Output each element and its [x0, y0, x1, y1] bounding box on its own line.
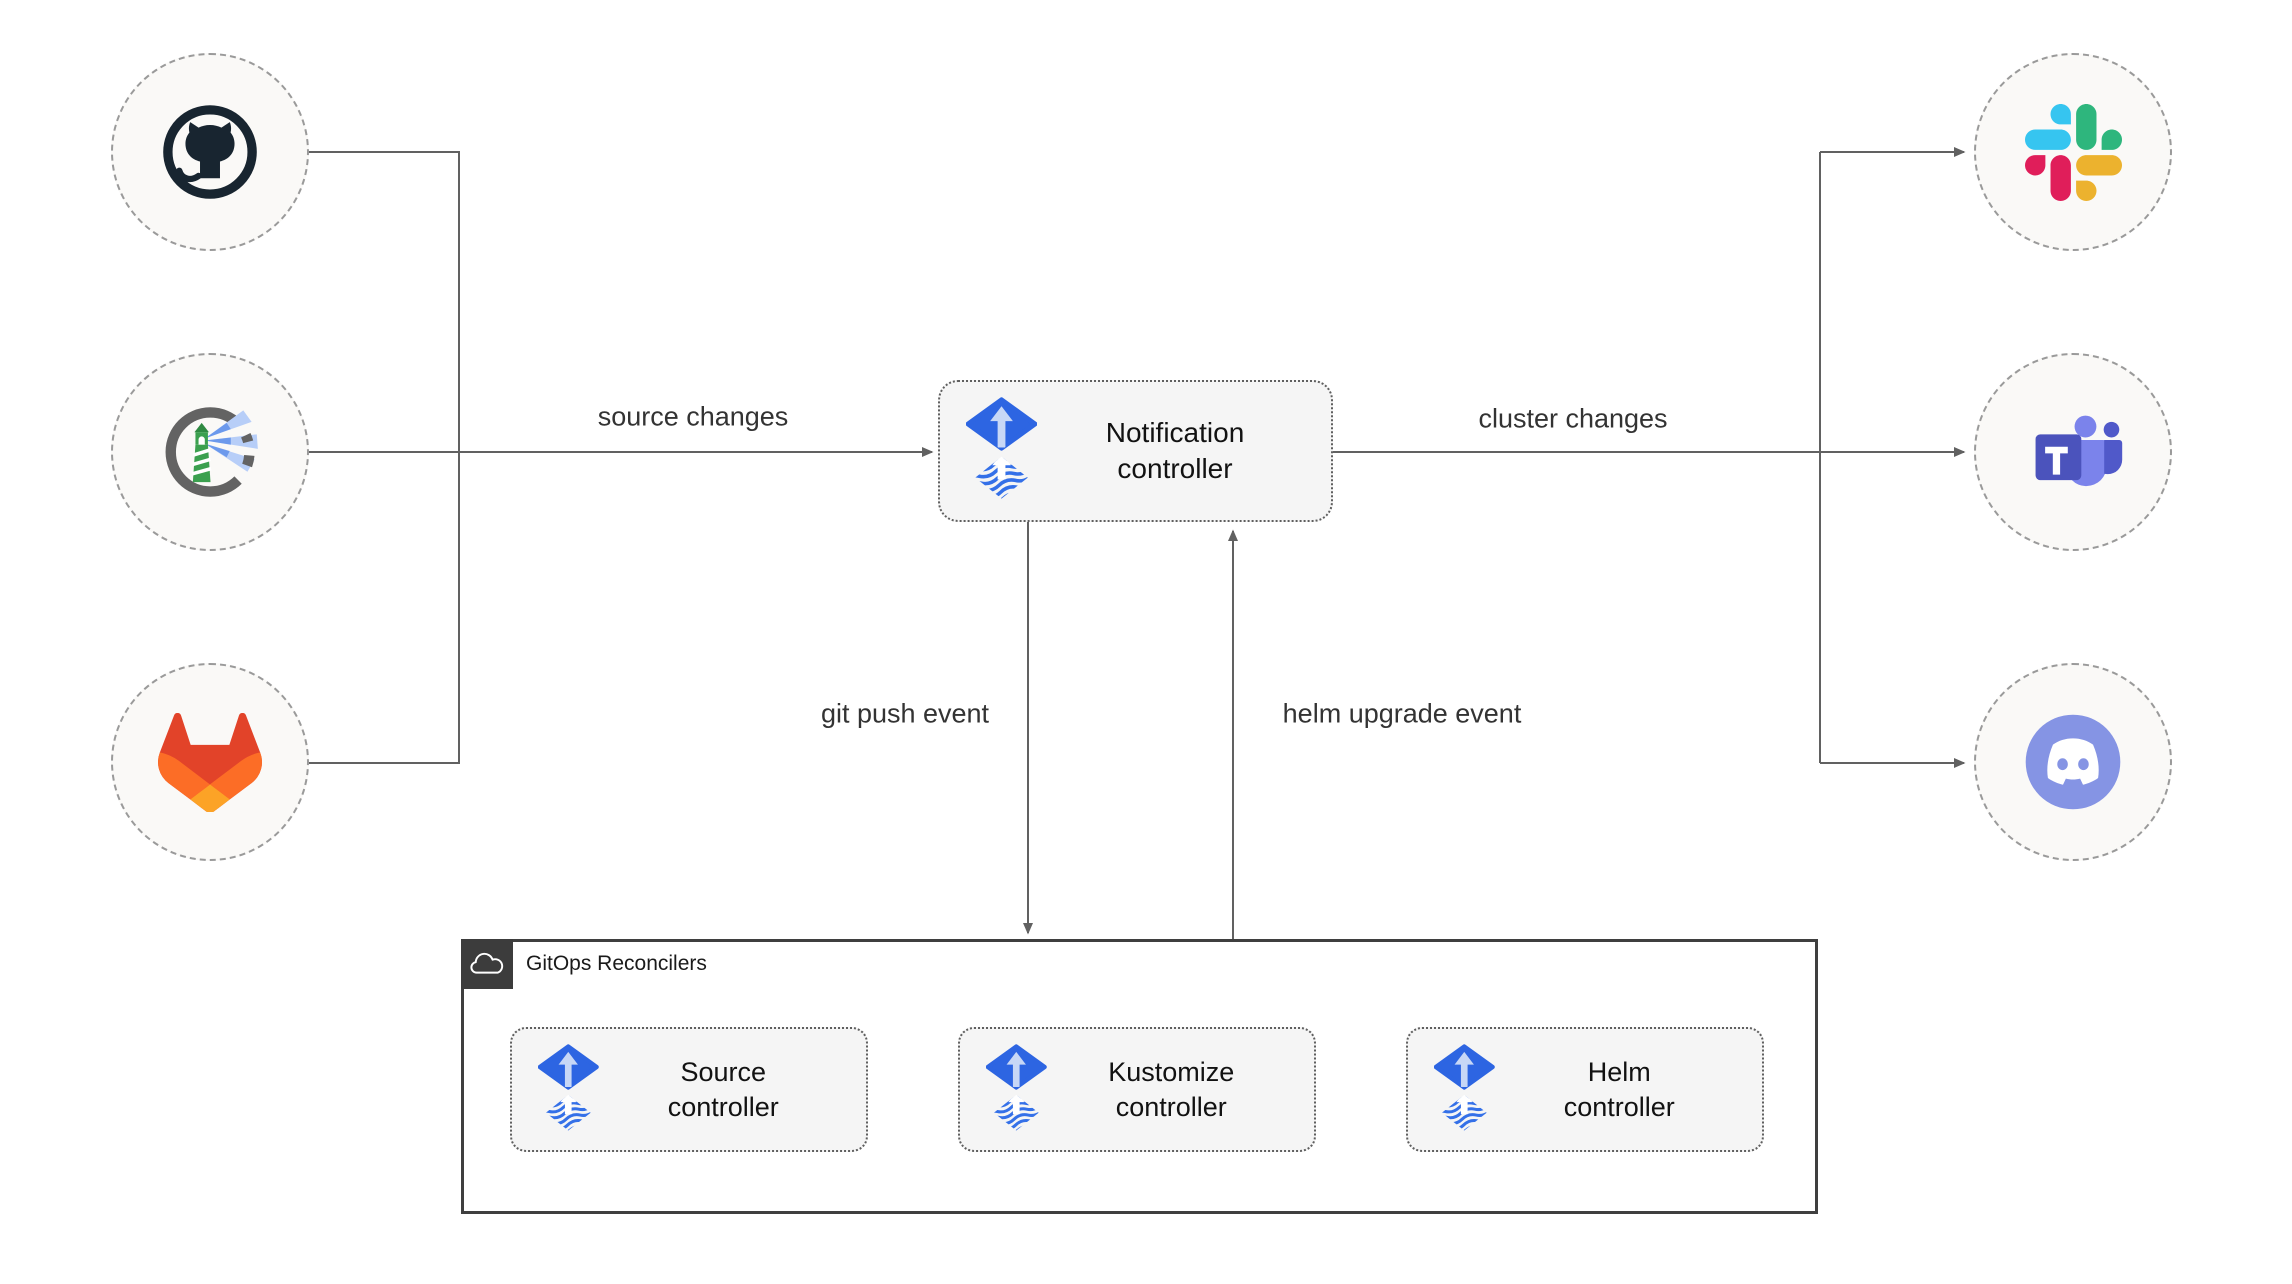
group-badge — [461, 939, 513, 989]
edge-label-helm-upgrade-event: helm upgrade event — [1277, 698, 1527, 730]
node-notification-controller: Notification controller — [938, 380, 1333, 522]
node-slack — [1974, 53, 2172, 251]
node-ms-teams — [1974, 353, 2172, 551]
lighthouse — [191, 422, 212, 483]
node-source-controller: Source controller — [510, 1027, 868, 1152]
edge-label-cluster-changes: cluster changes — [1473, 403, 1673, 435]
ms-teams-icon — [2035, 415, 2123, 487]
node-gitlab — [111, 663, 309, 861]
flux-icon — [986, 1043, 1047, 1136]
node-label: Source controller — [667, 1056, 779, 1122]
cloud-icon — [470, 952, 504, 974]
flux-icon — [966, 397, 1038, 505]
node-label: Helm controller — [1563, 1056, 1675, 1122]
github-icon — [163, 105, 257, 199]
discord-icon — [2025, 714, 2121, 810]
node-github — [111, 53, 309, 251]
edge-label-git-push-event: git push event — [815, 698, 995, 730]
slack-icon — [2024, 103, 2122, 201]
node-label: Kustomize controller — [1108, 1056, 1235, 1122]
edge-label-source-changes: source changes — [592, 401, 794, 433]
node-discord — [1974, 663, 2172, 861]
gitlab-icon — [158, 712, 262, 812]
harbor-icon — [165, 407, 258, 497]
node-harbor — [111, 353, 309, 551]
node-kustomize-controller: Kustomize controller — [958, 1027, 1316, 1152]
group-title: GitOps Reconcilers — [526, 952, 707, 975]
flux-icon — [1434, 1043, 1495, 1136]
edge-sources-bracket — [309, 151, 460, 764]
flux-icon — [538, 1043, 599, 1136]
node-label: Notification controller — [1105, 417, 1245, 484]
node-helm-controller: Helm controller — [1406, 1027, 1764, 1152]
